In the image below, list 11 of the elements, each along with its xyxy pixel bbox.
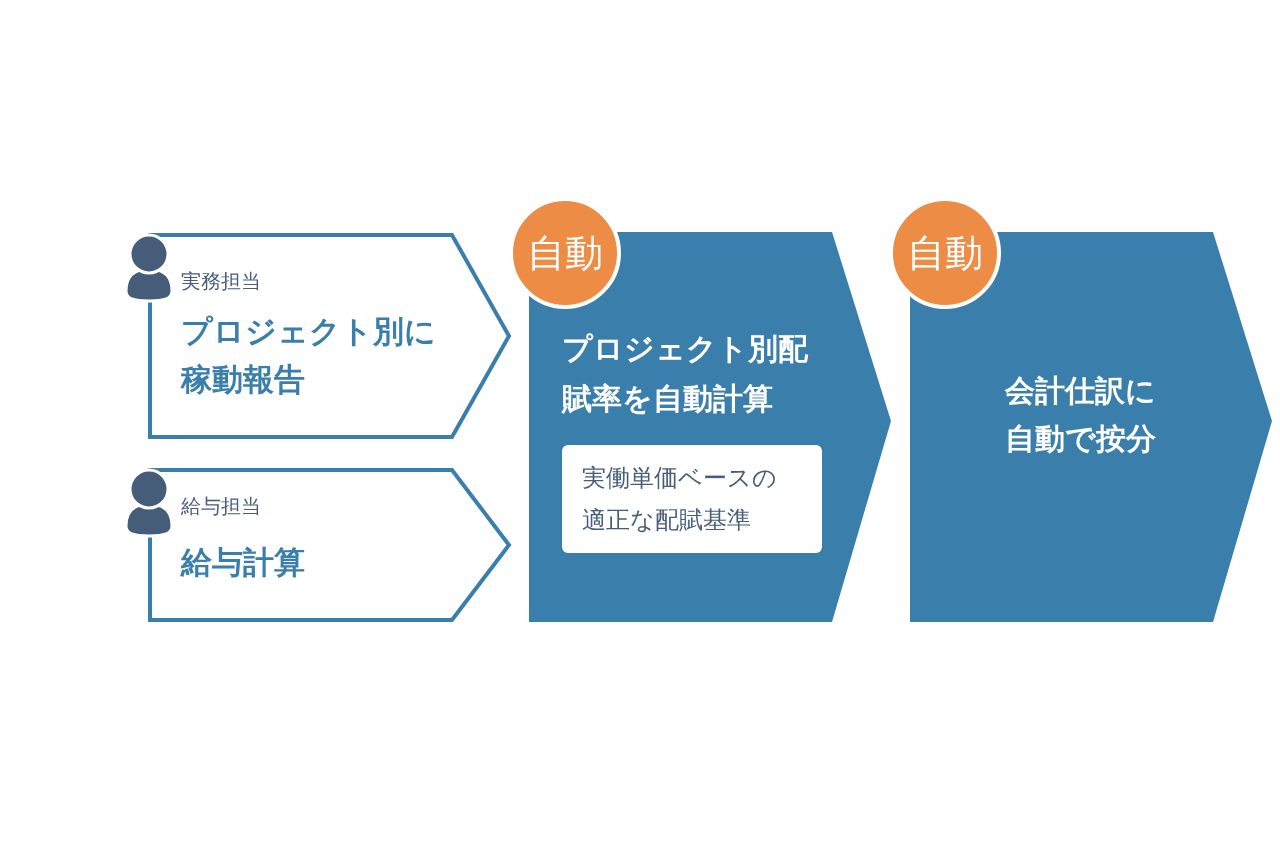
task-panel [148, 468, 512, 622]
step-label: プロジェクト別配賦率を自動計算 [562, 330, 809, 418]
note-card: 実働単価ベースの適正な配賦基準 [562, 445, 822, 553]
task-label: プロジェクト別に稼動報告 [181, 312, 437, 399]
task-panel [148, 233, 512, 439]
role-label: 給与担当 [181, 494, 261, 519]
step-label: 会計仕訳に自動で按分 [1003, 372, 1157, 458]
step-panel [529, 232, 891, 622]
role-label: 実務担当 [181, 269, 261, 294]
step-panel [910, 232, 1272, 622]
task-label: 給与計算 [181, 543, 306, 582]
